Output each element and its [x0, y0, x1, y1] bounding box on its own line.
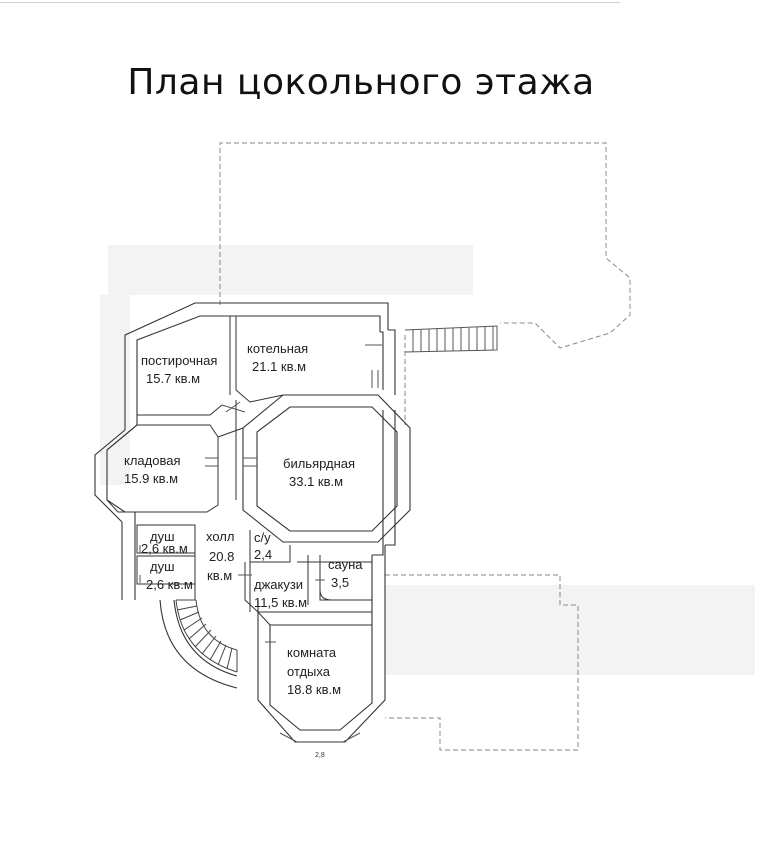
dashed-outlines: [219, 142, 631, 751]
label-dush1-name: душ: [150, 529, 175, 544]
top-rule: [0, 2, 620, 3]
label-holl-name: холл: [206, 529, 234, 544]
label-holl-area: 20.8: [209, 549, 234, 564]
label-kladovaya-name: кладовая: [124, 453, 181, 468]
label-sauna-area: 3,5: [331, 575, 349, 590]
label-su-name: с/у: [254, 530, 271, 545]
billiard-walls: [242, 394, 411, 543]
label-su-area: 2,4: [254, 547, 272, 562]
interior-walls: [106, 316, 372, 626]
background-traces: [100, 245, 755, 675]
label-kotelnaya-area: 21.1 кв.м: [252, 359, 306, 374]
label-bilyardnaya-name: бильярдная: [283, 456, 355, 471]
label-kladovaya-area: 15.9 кв.м: [124, 471, 178, 486]
exterior-stair: [404, 325, 498, 353]
label-komnata-name2: отдыха: [287, 664, 331, 679]
label-kotelnaya-name: котельная: [247, 341, 308, 356]
page-title: План цокольного этажа: [127, 62, 595, 103]
label-dzhakuzi-name: джакузи: [254, 577, 303, 592]
outer-walls: [94, 302, 396, 743]
label-dush2-name: душ: [150, 559, 175, 574]
doors: [139, 344, 382, 743]
label-bilyardnaya-area: 33.1 кв.м: [289, 474, 343, 489]
label-komnata-area: 18.8 кв.м: [287, 682, 341, 697]
scale-label: 2,8: [315, 752, 325, 759]
label-postirochnaya-name: постирочная: [141, 353, 217, 368]
label-dzhakuzi-area: 11,5 кв.м: [254, 595, 307, 610]
label-dush1-area: 2,6 кв.м: [141, 541, 188, 556]
label-dush2-area: 2,6 кв.м: [146, 577, 193, 592]
spiral-stair: [175, 599, 238, 673]
label-komnata-name1: комната: [287, 645, 337, 660]
room-labels: постирочная 15.7 кв.м котельная 21.1 кв.…: [124, 341, 363, 759]
label-holl-unit: кв.м: [207, 568, 232, 583]
label-postirochnaya-area: 15.7 кв.м: [146, 371, 200, 386]
label-sauna-name: сауна: [328, 557, 363, 572]
